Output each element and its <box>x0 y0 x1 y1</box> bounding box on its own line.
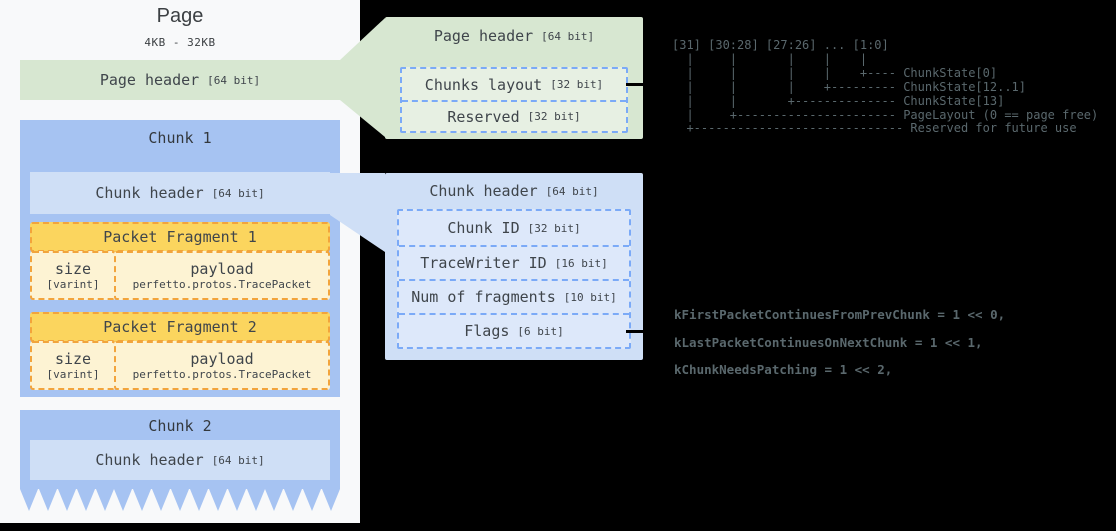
flags-connector-line <box>626 330 660 333</box>
packet-fragment-2-title: Packet Fragment 2 <box>103 318 257 336</box>
fragment-2-payload-cell: payload perfetto.protos.TracePacket <box>114 341 330 390</box>
torn-edge-tooth <box>57 489 76 511</box>
chunk-2-box: Chunk 2 Chunk header [64 bit] <box>20 410 340 511</box>
field-bits: [6 bit] <box>517 324 564 338</box>
torn-edge-tooth <box>114 489 133 511</box>
chunks-layout-connector-line <box>626 83 660 86</box>
field-bits: [32 bit] <box>527 110 581 123</box>
chunk-2-title: Chunk 2 <box>148 417 212 435</box>
page-header-bar: Page header [64 bit] <box>20 60 340 100</box>
page-header-label: Page header <box>99 71 200 89</box>
size-label: size <box>54 259 92 278</box>
torn-edge-tooth <box>284 489 303 511</box>
callout-title-label: Page header <box>433 27 534 45</box>
field-chunks-layout: Chunks layout [32 bit] <box>402 69 626 100</box>
packet-fragment-1-title: Packet Fragment 1 <box>103 228 257 246</box>
chunk-1-header-bits: [64 bit] <box>211 186 265 200</box>
chunk-1-box: Chunk 1 Chunk header [64 bit] Packet Fra… <box>20 120 340 397</box>
size-type: [varint] <box>46 367 100 381</box>
torn-edge-tooth <box>189 489 208 511</box>
chunk-2-header-label: Chunk header <box>95 451 204 469</box>
chunk-header-callout-title: Chunk header [64 bit] <box>385 182 643 200</box>
packet-fragment-1-body: size [varint] payload perfetto.protos.Tr… <box>30 251 330 300</box>
torn-edge-tooth <box>20 489 38 511</box>
field-label: Chunk ID <box>447 219 520 237</box>
torn-edge-tooth <box>303 489 322 511</box>
field-bits: [32 bit] <box>550 78 604 91</box>
field-chunk-id: Chunk ID [32 bit] <box>399 211 629 245</box>
packet-fragment-2-body: size [varint] payload perfetto.protos.Tr… <box>30 341 330 390</box>
callout-title-bits: [64 bit] <box>541 29 595 43</box>
torn-edge-tooth <box>227 489 246 511</box>
packet-fragment-2-header: Packet Fragment 2 <box>30 312 330 342</box>
chunk-2-header-bar: Chunk header [64 bit] <box>30 440 330 480</box>
torn-edge-tooth <box>171 489 189 511</box>
torn-edge-tooth <box>208 489 227 511</box>
field-bits: [16 bit] <box>554 256 608 270</box>
packet-fragment-1-header: Packet Fragment 1 <box>30 222 330 252</box>
page-header-callout: Page header [64 bit] Chunks layout [32 b… <box>385 17 643 139</box>
field-num-of-fragments: Num of fragments [10 bit] <box>399 279 629 313</box>
payload-label: payload <box>190 259 254 278</box>
chunk-2-header-bits: [64 bit] <box>211 453 265 467</box>
chunks-layout-bit-diagram: [31] [30:28] [27:26] ... [1:0] | | | | |… <box>672 38 1099 136</box>
payload-type: perfetto.protos.TracePacket <box>132 367 312 381</box>
size-type: [varint] <box>46 277 100 291</box>
field-bits: [32 bit] <box>527 221 581 235</box>
torn-edge <box>20 489 340 511</box>
field-label: Num of fragments <box>411 288 556 306</box>
page-panel: Page 4KB - 32KB Page header [64 bit] Chu… <box>0 0 360 523</box>
page-header-callout-title: Page header [64 bit] <box>385 27 643 45</box>
chunk-1-header-bar: Chunk header [64 bit] <box>30 172 330 214</box>
fragment-2-size-cell: size [varint] <box>30 341 116 390</box>
chunk-1-title: Chunk 1 <box>148 129 212 147</box>
field-reserved: Reserved [32 bit] <box>402 100 626 131</box>
torn-edge-tooth <box>76 489 95 511</box>
field-label: Reserved <box>447 107 520 126</box>
torn-edge-tooth <box>133 489 152 511</box>
chunk-1-header-label: Chunk header <box>95 184 204 202</box>
field-label: Flags <box>464 322 510 340</box>
torn-edge-tooth <box>322 489 340 511</box>
field-label: Chunks layout <box>424 75 543 94</box>
callout-title-bits: [64 bit] <box>545 184 599 198</box>
chunk-header-fields: Chunk ID [32 bit] TraceWriter ID [16 bit… <box>397 209 631 349</box>
torn-edge-tooth <box>265 489 284 511</box>
callout-title-label: Chunk header <box>429 182 538 200</box>
page-title: Page <box>156 5 204 27</box>
page-header-bits: [64 bit] <box>207 73 261 87</box>
page-header-fields: Chunks layout [32 bit] Reserved [32 bit] <box>400 67 628 133</box>
field-label: TraceWriter ID <box>420 254 547 272</box>
torn-edge-tooth <box>246 489 265 511</box>
field-tracewriter-id: TraceWriter ID [16 bit] <box>399 245 629 279</box>
torn-edge-tooth <box>95 489 114 511</box>
field-bits: [10 bit] <box>563 290 617 304</box>
torn-edge-tooth <box>152 489 171 511</box>
field-flags: Flags [6 bit] <box>399 313 629 347</box>
payload-type: perfetto.protos.TracePacket <box>132 277 312 291</box>
torn-edge-tooth <box>38 489 57 511</box>
payload-label: payload <box>190 349 254 368</box>
size-label: size <box>54 349 92 368</box>
chunk-header-callout: Chunk header [64 bit] Chunk ID [32 bit] … <box>385 173 643 360</box>
fragment-1-size-cell: size [varint] <box>30 251 116 300</box>
page-size-range: 4KB - 32KB <box>144 36 216 49</box>
fragment-1-payload-cell: payload perfetto.protos.TracePacket <box>114 251 330 300</box>
chunk-flags-enum: kFirstPacketContinuesFromPrevChunk = 1 <… <box>674 307 1006 378</box>
